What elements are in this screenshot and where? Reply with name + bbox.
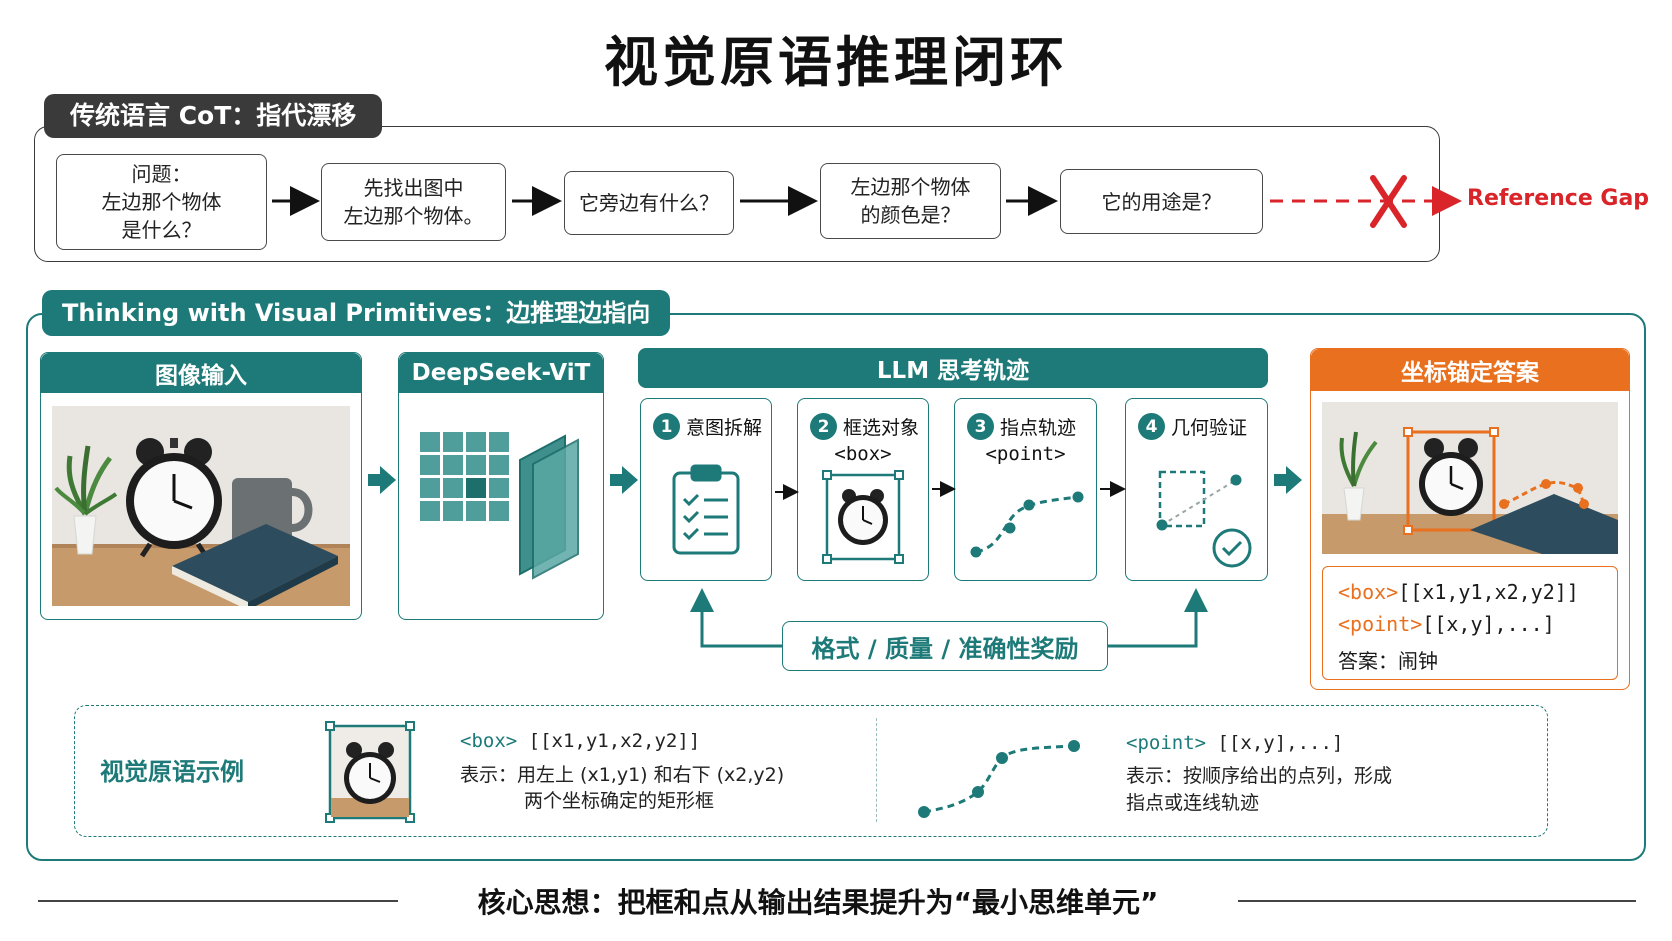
answer-text-box	[1322, 566, 1618, 680]
answer-box-tag: <box>	[1338, 580, 1399, 604]
answer-box-line: <box>[[x1,y1,x2,y2]]	[1338, 580, 1579, 604]
stage-arrow-1	[368, 466, 396, 494]
plant-icon	[54, 445, 118, 555]
primitive-point-tag: <point>	[1126, 732, 1207, 754]
answer-plant-icon	[1339, 431, 1378, 521]
boxed-clock-icon	[822, 470, 904, 564]
step-3-number: 3	[967, 413, 994, 440]
primitive-box-value: [[x1,y1,x2,y2]]	[517, 730, 701, 752]
primitive-box-syntax: <box> [[x1,y1,x2,y2]]	[460, 728, 700, 755]
answer-head: 坐标锚定答案	[1311, 349, 1629, 391]
core-line-left	[38, 900, 398, 902]
answer-clock-icon	[1419, 438, 1483, 516]
primitive-box-desc-1: 表示：用左上 (x1,y1) 和右下 (x2,y2)	[460, 764, 785, 786]
answer-book-icon	[1470, 494, 1618, 554]
primitives-example-panel	[74, 705, 1548, 837]
image-input-head: 图像输入	[41, 353, 361, 393]
step-1-number: 1	[653, 413, 680, 440]
primitive-point-desc-2: 指点或连线轨迹	[1126, 792, 1260, 814]
step-card-4: 4 几何验证	[1125, 398, 1268, 581]
step-3-label: 指点轨迹	[1000, 417, 1077, 439]
core-line-right	[1238, 900, 1636, 902]
answer-point-overlay	[1499, 479, 1589, 509]
book-icon	[172, 524, 338, 606]
reward-feedback-right	[1108, 588, 1208, 648]
geometry-check-icon	[1156, 470, 1252, 568]
alarm-clock-icon	[126, 438, 222, 558]
cot-arrows	[272, 175, 1462, 228]
step-3-sub: <point>	[985, 443, 1066, 465]
cot-step-4: 左边那个物体 的颜色是？	[820, 163, 1001, 239]
point-trajectory-icon	[970, 491, 1084, 558]
primitive-box-desc-2: 两个坐标确定的矩形框	[524, 790, 715, 812]
step-card-2: 2 框选对象 <box>	[797, 398, 929, 581]
tvp-section-tab: Thinking with Visual Primitives：边推理边指向	[42, 290, 671, 336]
reward-feedback-left	[690, 588, 782, 648]
cot-step-1: 问题： 左边那个物体 是什么？	[56, 154, 267, 250]
scene-illustration	[52, 406, 350, 606]
answer-point-line: <point>[[x,y],...]	[1338, 612, 1555, 636]
cot-step-5: 它的用途是？	[1060, 169, 1263, 234]
vit-head: DeepSeek-ViT	[399, 353, 603, 393]
answer-scene-illustration	[1322, 402, 1618, 554]
step-1-label: 意图拆解	[686, 417, 763, 439]
cot-step-3: 它旁边有什么？	[564, 171, 734, 235]
step-4-number: 4	[1138, 413, 1165, 440]
answer-box-overlay	[1406, 430, 1496, 532]
cot-step-2: 先找出图中 左边那个物体。	[321, 163, 506, 241]
clipboard-icon	[672, 464, 740, 555]
tvp-panel	[26, 313, 1646, 861]
primitives-divider	[876, 718, 877, 822]
page-title: 视觉原语推理闭环	[604, 31, 1068, 94]
step-card-1: 1 意图拆解	[640, 398, 772, 581]
answer-point-value: [[x,y],...]	[1422, 612, 1555, 636]
answer-final: 答案：闹钟	[1338, 649, 1438, 673]
primitive-point-trajectory-icon	[918, 740, 1080, 818]
step-2-label: 框选对象	[843, 417, 920, 439]
core-idea: 核心思想：把框和点从输出结果提升为“最小思维单元”	[477, 886, 1159, 919]
step-4-label: 几何验证	[1171, 417, 1248, 439]
primitives-title: 视觉原语示例	[100, 758, 244, 786]
reference-gap-label: Reference Gap	[1467, 186, 1650, 211]
gap-cross-icon	[1370, 175, 1407, 228]
cot-section-tab: 传统语言 CoT：指代漂移	[44, 94, 383, 138]
primitive-box-tag: <box>	[460, 730, 518, 752]
primitive-box-clock-icon	[325, 721, 415, 823]
vit-patches-icon	[420, 432, 579, 580]
llm-head: LLM 思考轨迹	[638, 348, 1268, 388]
stage-arrow-3	[1274, 466, 1302, 494]
primitive-point-syntax: <point> [[x,y],...]	[1126, 730, 1343, 757]
answer-point-tag: <point>	[1338, 612, 1423, 636]
step-2-sub: <box>	[834, 443, 892, 465]
primitive-point-value: [[x,y],...]	[1206, 732, 1344, 754]
reward-box: 格式 / 质量 / 准确性奖励	[782, 621, 1108, 671]
stage-arrow-2	[610, 466, 638, 494]
step-2-number: 2	[810, 413, 837, 440]
answer-box-value: [[x1,y1,x2,y2]]	[1398, 580, 1579, 604]
primitive-point-desc-1: 表示：按顺序给出的点列，形成	[1126, 765, 1393, 787]
